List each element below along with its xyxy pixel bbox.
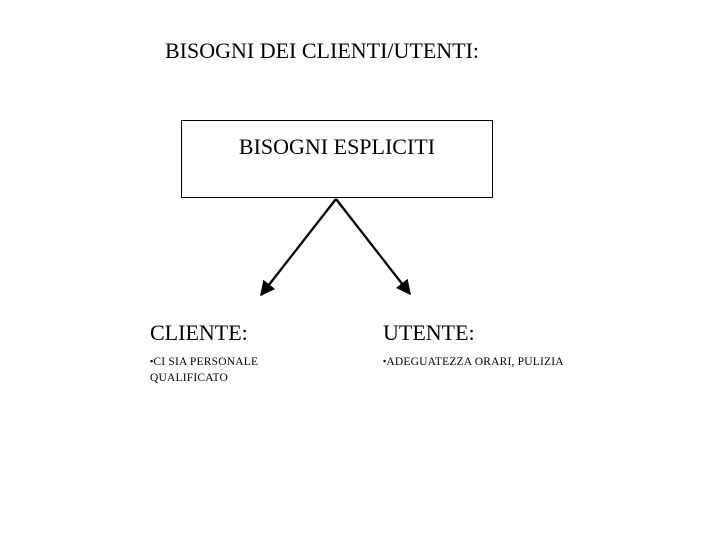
square-bullet-icon: ▪ — [383, 356, 387, 367]
bisogni-espliciti-box-label: BISOGNI ESPLICITI — [238, 134, 436, 159]
arrow-to-utente-icon — [335, 198, 411, 296]
arrow-to-cliente-icon — [260, 198, 337, 297]
slide-title: BISOGNI DEI CLIENTI/UTENTI: — [165, 38, 480, 63]
cliente-column: CLIENTE: ▪CI SIA PERSONALE QUALIFICATO — [150, 320, 280, 386]
utente-column: UTENTE: ▪ADEGUATEZZA ORARI, PULIZIA — [383, 320, 613, 371]
utente-bullet-line: ▪ADEGUATEZZA ORARI, PULIZIA — [383, 355, 613, 371]
square-bullet-icon: ▪ — [150, 356, 154, 367]
utente-bullet-text: ADEGUATEZZA ORARI, PULIZIA — [386, 356, 564, 369]
cliente-heading: CLIENTE: — [150, 320, 248, 345]
cliente-bullet-text: CI SIA PERSONALE QUALIFICATO — [150, 356, 259, 384]
utente-heading: UTENTE: — [383, 320, 475, 345]
cliente-bullet-line: ▪CI SIA PERSONALE QUALIFICATO — [150, 355, 280, 386]
bisogni-espliciti-box: BISOGNI ESPLICITI — [181, 120, 493, 198]
